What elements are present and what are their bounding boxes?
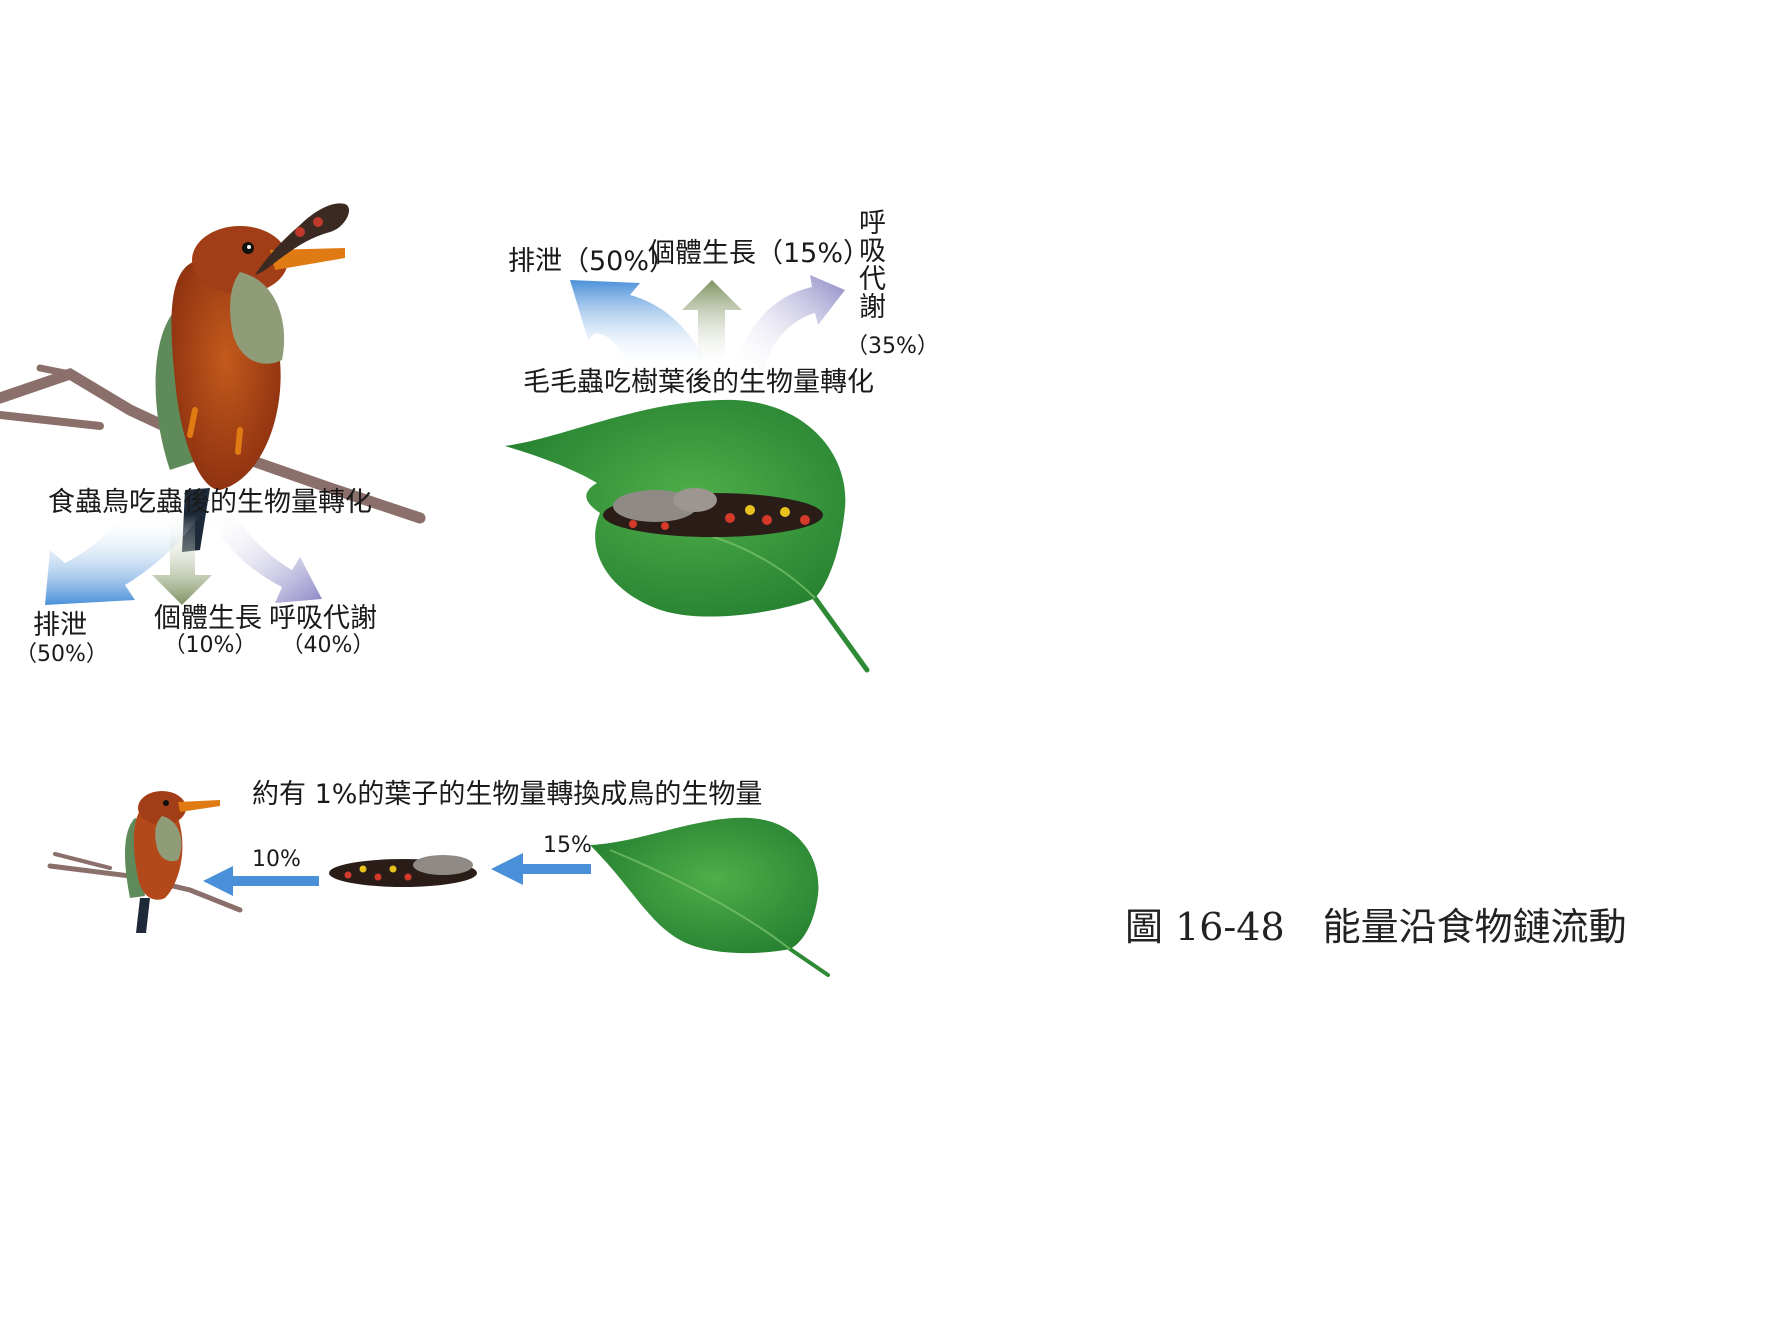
respiration-arrow	[735, 275, 845, 370]
leaf-to-caterpillar-percent: 15%	[543, 833, 592, 858]
caterpillar-excretion-label: 排泄（50%）	[508, 246, 677, 277]
caterpillar-respiration-label: 呼吸代謝	[854, 208, 885, 320]
chain-summary: 約有 1%的葉子的生物量轉換成鳥的生物量	[252, 779, 763, 810]
caterpillar-output-arrows	[570, 275, 845, 370]
excretion-arrow	[570, 280, 710, 370]
leaf-to-caterpillar-arrow	[491, 853, 591, 885]
caterpillar-small-illustration	[329, 855, 477, 887]
kingfisher-small-illustration	[47, 791, 243, 933]
caterpillar-respiration-value: （35%）	[846, 334, 939, 359]
leaf-small-illustration	[590, 817, 830, 977]
growth-arrow	[152, 515, 212, 605]
bird-excretion-value: （50%）	[15, 642, 108, 667]
caterpillar-section-title: 毛毛蟲吃樹葉後的生物量轉化	[523, 367, 874, 398]
bird-respiration-value: （40%）	[281, 633, 375, 658]
bird-excretion-label: 排泄	[33, 610, 87, 641]
caterpillar-to-bird-percent: 10%	[252, 847, 301, 872]
bird-respiration-label: 呼吸代謝	[269, 603, 377, 634]
bird-growth-label: 個體生長	[154, 603, 262, 634]
figure-caption: 圖 16-48 能量沿食物鏈流動	[1125, 905, 1627, 949]
kingfisher-illustration	[0, 203, 426, 552]
excretion-arrow	[45, 515, 200, 605]
caterpillar-growth-label: 個體生長（15%）	[648, 238, 871, 269]
caterpillar-on-leaf	[603, 488, 823, 537]
caterpillar-to-bird-arrow	[203, 866, 319, 896]
bird-section-title: 食蟲鳥吃蟲後的生物量轉化	[48, 487, 372, 518]
bird-output-arrows	[45, 515, 322, 605]
bird-growth-value: （10%）	[163, 633, 257, 658]
growth-arrow	[682, 280, 742, 370]
leaf-with-caterpillar-illustration	[505, 399, 870, 673]
respiration-arrow	[208, 515, 322, 603]
